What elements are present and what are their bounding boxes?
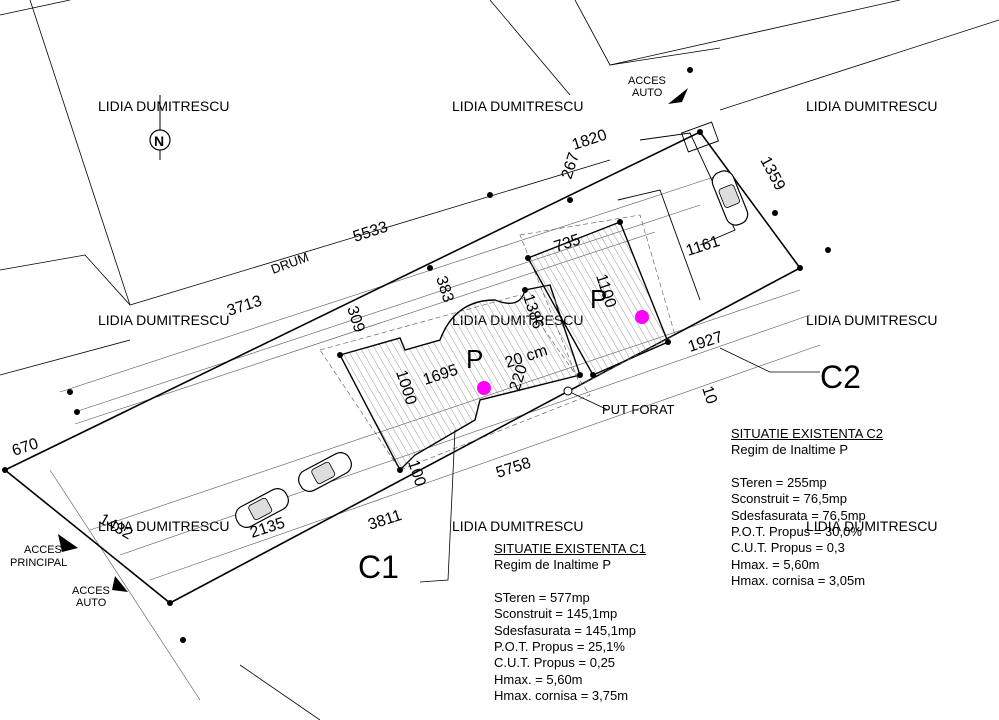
access-auto-top: AUTO xyxy=(632,87,663,99)
building-c1-outline xyxy=(319,294,591,471)
building-c1 xyxy=(338,284,581,472)
access-arrow-icon xyxy=(668,88,688,104)
c1-info-regime: Regim de Inaltime P xyxy=(494,557,612,573)
dimension-label: 5758 xyxy=(494,455,533,482)
dimension-label: 309 xyxy=(343,304,367,335)
dimension-label: 383 xyxy=(432,274,456,305)
marker-dot xyxy=(477,381,491,395)
dimension-label: 1927 xyxy=(686,329,725,356)
c2-height-label: P xyxy=(590,284,607,314)
c2-info-line: P.O.T. Propus = 30,0% xyxy=(731,524,862,540)
c2-info-line: C.U.T. Propus = 0,3 xyxy=(731,540,845,556)
north-arrow-icon: N xyxy=(149,95,171,160)
c2-info-line: Hmax. cornisa = 3,05m xyxy=(731,573,866,589)
well-icon xyxy=(563,386,573,396)
c2-info-line: Sdesfasurata = 76,5mp xyxy=(731,507,866,523)
dimension-label: 100 xyxy=(404,458,428,489)
c1-info-title: SITUATIE EXISTENTA C1 xyxy=(494,541,646,556)
car-icon xyxy=(298,452,352,492)
dimension-label: 10 xyxy=(698,384,720,406)
watermark: LIDIA DUMITRESCU xyxy=(452,518,583,534)
watermark: LIDIA DUMITRESCU xyxy=(98,518,229,534)
dimension-label: 267 xyxy=(559,150,583,181)
car-icon xyxy=(235,488,289,528)
survey-points xyxy=(2,67,831,643)
watermark: LIDIA DUMITRESCU xyxy=(806,98,937,114)
access-auto-bottom: AUTO xyxy=(76,597,107,609)
c2-info-line: Sconstruit = 76,5mp xyxy=(731,491,847,507)
dimension-label: 5533 xyxy=(351,219,390,246)
c2-label: C2 xyxy=(820,359,861,395)
dimension-label: 1820 xyxy=(570,127,609,154)
watermark: LIDIA DUMITRESCU xyxy=(98,98,229,114)
watermark: LIDIA DUMITRESCU xyxy=(452,98,583,114)
c1-info-line: P.O.T. Propus = 25,1% xyxy=(494,639,625,655)
north-label: N xyxy=(154,133,164,149)
car-icon xyxy=(711,170,749,226)
dimension-label: 3713 xyxy=(225,293,264,320)
c1-info-line: Sdesfasurata = 145,1mp xyxy=(494,622,637,638)
c2-info-line: STeren = 255mp xyxy=(731,474,827,490)
watermark: LIDIA DUMITRESCU xyxy=(806,312,937,328)
c1-leader xyxy=(419,429,456,583)
c2-info-regime: Regim de Inaltime P xyxy=(731,442,849,458)
c2-info-line: Hmax. = 5,60m xyxy=(731,556,820,572)
c1-info-panel: SITUATIE EXISTENTA C1 Regim de Inaltime … xyxy=(494,541,646,705)
watermark: LIDIA DUMITRESCU xyxy=(806,518,937,534)
watermark: LIDIA DUMITRESCU xyxy=(98,312,229,328)
c1-height-label: P xyxy=(466,344,483,374)
c1-info-line: Hmax. = 5,60m xyxy=(494,671,583,687)
c1-label: C1 xyxy=(358,549,399,585)
access-auto-top: ACCES xyxy=(628,75,666,87)
building-c2-outline xyxy=(519,214,676,386)
road-label: DRUM xyxy=(269,249,311,276)
access-principal: ACCES xyxy=(24,544,62,556)
c2-leader xyxy=(719,347,820,373)
well-label: PUT FORAT xyxy=(602,402,675,417)
access-arrow-icon xyxy=(58,534,78,552)
well-leader xyxy=(571,392,609,411)
dimension-label: 1161 xyxy=(684,233,722,260)
c1-info-line: Sconstruit = 145,1mp xyxy=(494,606,618,622)
marker-dot xyxy=(635,310,649,324)
dimension-label: 670 xyxy=(10,435,41,459)
dimension-label: 1432 xyxy=(96,511,135,544)
c1-info-line: C.U.T. Propus = 0,25 xyxy=(494,655,616,671)
access-principal: PRINCIPAL xyxy=(10,557,67,569)
c2-info-title: SITUATIE EXISTENTA C2 xyxy=(731,426,883,441)
access-auto-bottom: ACCES xyxy=(72,585,110,597)
dimension-label: 1359 xyxy=(756,154,788,193)
c1-info-line: STeren = 577mp xyxy=(494,589,590,605)
c2-info-panel: SITUATIE EXISTENTA C2 Regim de Inaltime … xyxy=(731,426,883,590)
dimension-label: 3811 xyxy=(366,507,404,534)
c1-info-line: Hmax. cornisa = 3,75m xyxy=(494,688,629,704)
access-arrow-icon xyxy=(112,576,128,592)
